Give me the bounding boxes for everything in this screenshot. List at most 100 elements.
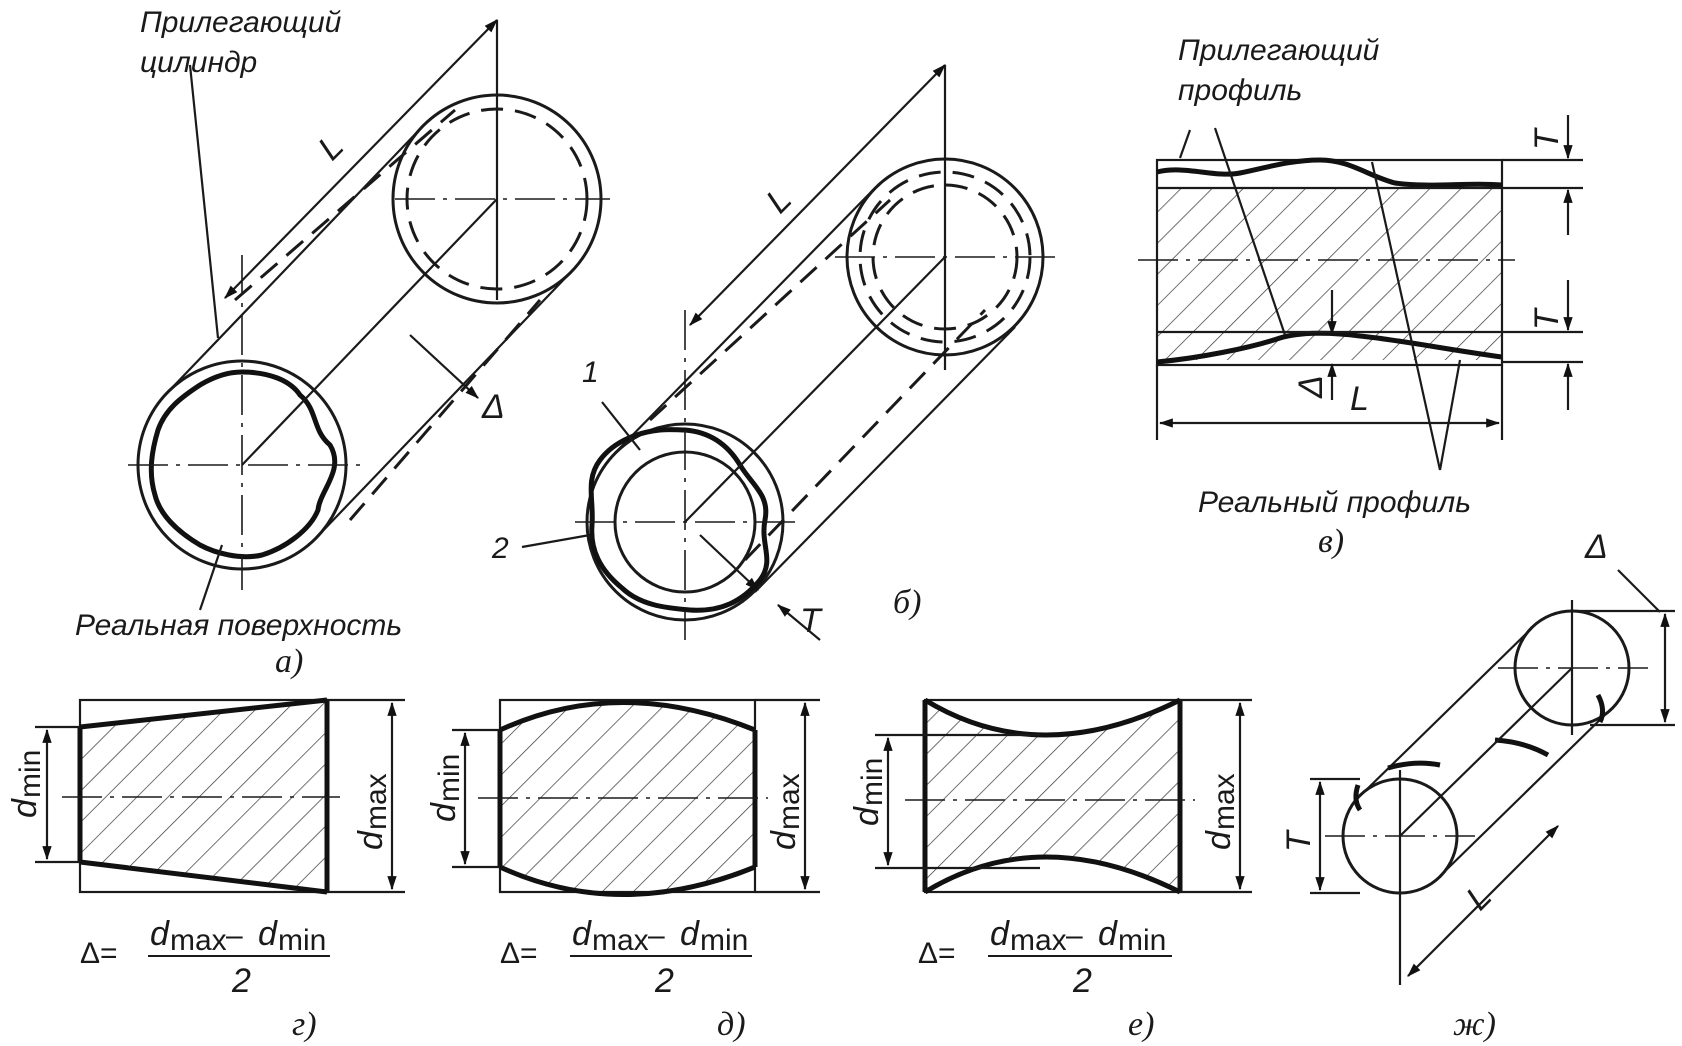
real-surface-leader [198, 544, 224, 611]
svg-text:2: 2 [231, 962, 251, 1000]
svg-text:–: – [226, 919, 243, 952]
real-axis-arc-4 [1595, 693, 1606, 724]
adjacent-leader-1 [1178, 129, 1192, 159]
tolerance-arrow-outer [777, 604, 821, 641]
svg-text:d: d [6, 798, 44, 818]
saddle-formula: Δ= d max – d min 2 [918, 915, 1172, 1000]
figure-g-taper: d min d max Δ= d max – d min 2 г) [6, 697, 405, 1043]
barrel-formula: Δ= d max – d min 2 [500, 915, 752, 1000]
callout-1: 1 [582, 356, 599, 389]
svg-text:d: d [680, 915, 700, 953]
barrel-top-edge [498, 700, 756, 733]
svg-text:d: d [848, 806, 886, 826]
figure-zh-caption: ж) [1453, 1006, 1496, 1043]
top-real-profile [1156, 157, 1503, 188]
cylinder-axis [684, 256, 946, 523]
real-surface-profile [588, 427, 770, 613]
length-dimension-arrow [224, 19, 498, 299]
figure-zh-axis-straightness: T Δ L ж) [1280, 528, 1675, 1043]
svg-text:min: min [856, 758, 889, 806]
figure-e-saddle: d min d max Δ= d max – d min 2 е) [848, 697, 1252, 1043]
tolerance-symbol: T [1280, 829, 1318, 852]
svg-text:min: min [433, 754, 466, 802]
figure-g-caption: г) [292, 1006, 317, 1043]
delta-arrow [409, 334, 479, 399]
figure-v-profile-straightness: T T Δ L Прилегающий профиль Реальный про… [1138, 34, 1583, 560]
saddle-top-edge [923, 697, 1182, 738]
top-generator-line [1359, 627, 1533, 797]
svg-text:min: min [14, 750, 47, 798]
svg-text:Δ=: Δ= [918, 937, 956, 970]
taper-top-edge [79, 697, 328, 730]
figure-a-caption: а) [275, 643, 303, 680]
length-dimension-arrow [1407, 825, 1559, 977]
tolerance-arrow-inner [699, 534, 759, 591]
svg-text:d: d [765, 830, 803, 850]
bottom-generator-line [754, 326, 1016, 593]
tolerance-symbol-2: T [1528, 307, 1566, 330]
svg-text:Δ=: Δ= [500, 937, 538, 970]
figure-d-barrel: d min d max Δ= d max – d min 2 д) [425, 698, 820, 1043]
tolerance-symbol: T [800, 602, 823, 640]
dmin-label: d min [425, 754, 466, 822]
svg-text:d: d [1200, 830, 1238, 850]
svg-text:min: min [700, 924, 748, 957]
svg-text:d: d [352, 830, 390, 850]
svg-text:max: max [1010, 924, 1067, 957]
svg-text:d: d [150, 915, 170, 953]
svg-text:max: max [592, 924, 649, 957]
cylinder-axis [241, 198, 498, 466]
dmin-label: d min [6, 750, 47, 818]
dmax-label: d max [765, 773, 806, 850]
figure-v-caption: в) [1318, 523, 1344, 560]
figure-d-caption: д) [717, 1006, 746, 1043]
top-generator-line [167, 125, 424, 393]
taper-hatched-body [80, 700, 327, 892]
svg-text:d: d [990, 915, 1010, 953]
inner-generator-dashed-top [648, 198, 892, 422]
cylinder-axis [1399, 667, 1573, 837]
delta-symbol: Δ [1292, 375, 1330, 399]
bottom-generator-line [1439, 707, 1613, 877]
barrel-bottom-edge [498, 864, 756, 897]
real-axis-arc-1 [1353, 784, 1363, 812]
dmax-label: d max [352, 773, 393, 850]
real-profile-label: Реальный профиль [1198, 486, 1471, 519]
real-axis-arc-2 [1387, 760, 1441, 771]
real-surface-dashed-bottom [348, 299, 542, 521]
real-leader-1 [1370, 161, 1442, 471]
tolerance-symbol-1: T [1528, 127, 1566, 150]
dmin-label: d min [848, 758, 889, 826]
adjacent-leader-2 [1213, 127, 1287, 336]
length-symbol: L [759, 180, 799, 220]
svg-text:d: d [425, 802, 463, 822]
svg-text:max: max [360, 773, 393, 830]
svg-text:2: 2 [1072, 962, 1092, 1000]
svg-text:d: d [1098, 915, 1118, 953]
svg-text:2: 2 [654, 962, 674, 1000]
adjacent-cylinder-label-line2: цилиндр [140, 46, 257, 79]
length-symbol: L [311, 127, 351, 167]
real-surface-profile [148, 369, 338, 560]
figure-b-caption: б) [893, 584, 921, 621]
svg-text:min: min [278, 924, 326, 957]
real-axis-arc-3 [1494, 737, 1550, 758]
leader-1 [601, 401, 641, 451]
svg-text:min: min [1118, 924, 1166, 957]
leader-2 [521, 533, 591, 549]
delta-symbol: Δ [481, 388, 505, 426]
taper-bottom-edge [79, 859, 328, 895]
svg-text:max: max [773, 773, 806, 830]
taper-formula: Δ= d max – d min 2 [80, 915, 330, 1000]
adjacent-profile-label-line1: Прилегающий [1178, 34, 1380, 67]
adjacent-profile-label-line2: профиль [1178, 74, 1302, 107]
svg-text:max: max [170, 924, 227, 957]
length-symbol: L [1350, 380, 1369, 418]
figure-b-cylinder-tolerance: L T 1 2 б) [491, 64, 1060, 641]
figure-e-caption: е) [1128, 1006, 1154, 1043]
figure-a-cylindricity: L Δ Прилегающий цилиндр Реальная поверхн… [75, 6, 610, 680]
callout-2: 2 [491, 532, 509, 565]
saddle-bottom-edge [923, 854, 1182, 895]
bottom-real-profile [1156, 330, 1503, 365]
